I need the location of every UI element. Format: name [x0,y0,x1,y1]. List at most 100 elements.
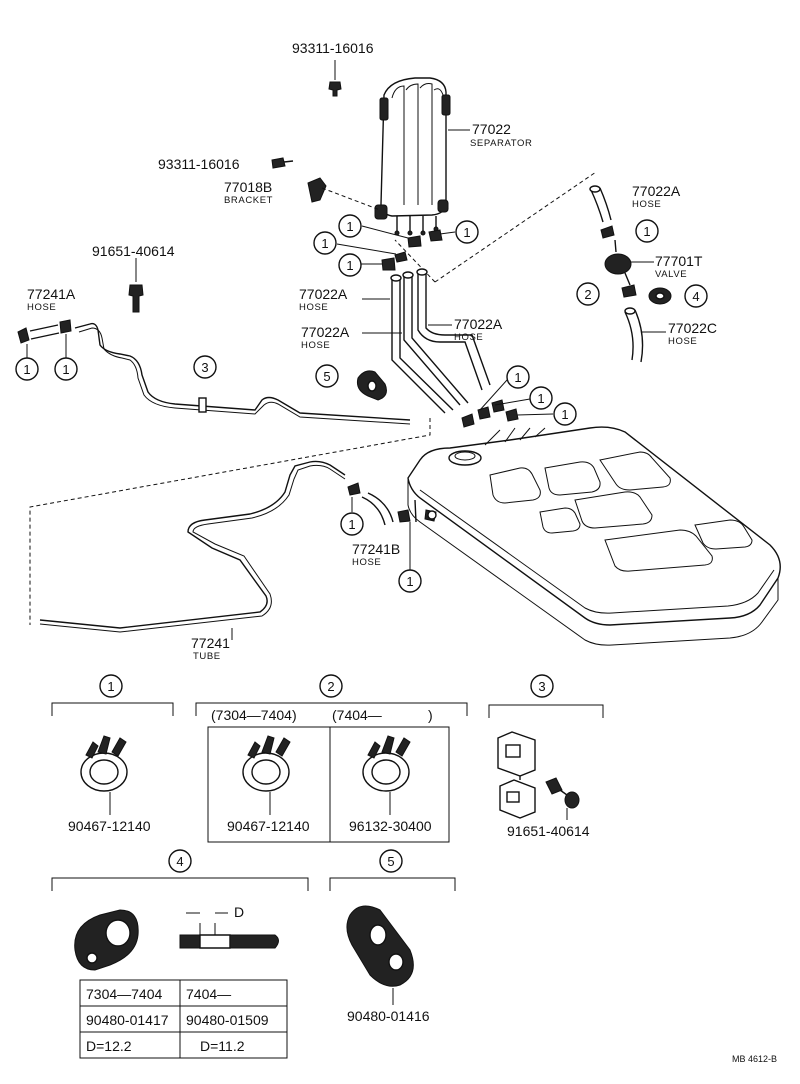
hose-c-part-number: 77022C [668,320,717,336]
bolt-top-label: 93311-16016 [292,40,374,56]
detail-3-part: 91651-40614 [507,823,590,839]
detail-1-part: 90467-12140 [68,818,151,834]
callout-1-tank-b: 1 [529,386,553,410]
svg-text:1: 1 [561,407,568,422]
callout-1-tank-a: 1 [506,365,530,389]
callout-2-valve: 2 [576,282,600,306]
detail-2-part-a: 90467-12140 [227,818,310,834]
table-header-a: 7304—7404 [86,986,163,1002]
svg-text:3: 3 [201,360,208,375]
bolt-top-illustration [328,60,342,97]
separator-part-number: 77022 [472,121,511,137]
callout-1-bracket-b: 1 [455,220,479,244]
hose-left-part-number: 77241A [27,286,76,302]
table-cell-d-b: D=11.2 [200,1038,245,1054]
table-cell-part-b: 90480-01509 [186,1012,269,1028]
callout-1-left-a: 1 [15,357,39,381]
table-header-b: 7404— [186,986,231,1002]
table-cell-d-a: D=12.2 [86,1038,132,1054]
svg-text:1: 1 [537,391,544,406]
hose-a3-name: HOSE [454,332,483,343]
grommet-mid-illustration [357,370,387,401]
hose-clamp-illustration-a [80,735,128,792]
table-cell-part-a: 90480-01417 [86,1012,169,1028]
valve-illustration [604,239,637,298]
grommet-illustration-b [346,905,414,987]
hose-a1-name: HOSE [299,302,328,313]
clamp-bolt-illustration [545,777,580,809]
bracket-illustration [307,177,381,211]
hose-a1-part-number: 77022A [299,286,348,302]
detail-3: 3 91651-40614 [488,674,604,839]
detail-4: 4 D 7304—7404 7404— 90480-01417 90480-01… [51,849,309,1059]
grommet-section-illustration [179,912,279,949]
callout-1-tank-c: 1 [553,402,577,426]
svg-text:1: 1 [346,219,353,234]
svg-text:1: 1 [346,258,353,273]
hose-clamp-illustration-c [362,735,411,792]
fuel-tank-illustration [407,426,781,646]
svg-text:1: 1 [321,236,328,251]
bracket-part-number: 77018B [224,179,272,195]
tube-clamp-illustration [497,731,536,819]
callout-5-grommet: 5 [315,364,339,388]
svg-text:4: 4 [692,289,699,304]
bolt-mid-illustration [271,157,294,169]
svg-text:1: 1 [348,517,355,532]
svg-text:5: 5 [323,369,330,384]
svg-text:3: 3 [538,679,545,694]
callout-1-left-b: 1 [54,357,78,381]
svg-text:2: 2 [584,287,591,302]
grommet-illustration-a [74,909,139,971]
vertical-hoses [390,268,491,414]
svg-text:1: 1 [107,679,114,694]
hose-right-top-name: HOSE [632,199,661,210]
hose-right-top-part-number: 77022A [632,183,681,199]
detail-1: 1 90467-12140 [51,674,174,834]
svg-text:1: 1 [23,362,30,377]
detail-2-header-b: (7404— [332,707,382,723]
separator-clamps [381,229,443,271]
bolt-left-label: 91651-40614 [92,243,175,259]
svg-text:1: 1 [463,225,470,240]
hose-c-name: HOSE [668,336,697,347]
hose-c-illustration [624,307,644,363]
detail-2: 2 (7304—7404) (7404— ) 90467-12140 96132… [195,674,468,843]
hose-right-top-illustration [589,185,615,239]
valve-part-number: 77701T [655,253,703,269]
bolt-left-illustration [128,258,144,313]
bolt-mid-label: 93311-16016 [158,156,240,172]
hose-left-name: HOSE [27,302,56,313]
tank-inlet-clamps [461,399,519,428]
separator-illustration [374,77,451,236]
callout-1-hose-b-left: 1 [340,512,364,536]
separator-name: SEPARATOR [470,138,532,149]
hose-a3-part-number: 77022A [454,316,503,332]
svg-text:1: 1 [514,370,521,385]
detail-2-header-b-close: ) [428,707,433,723]
tube-part-number: 77241 [191,635,230,651]
grommet-small-illustration [648,287,672,305]
svg-text:1: 1 [643,224,650,239]
figure-code: MB 4612-B [732,1054,777,1064]
svg-text:2: 2 [327,679,334,694]
callout-1-sep-c: 1 [313,231,337,255]
callout-4-grommet: 4 [684,284,708,308]
hose-a2-name: HOSE [301,340,330,351]
detail-2-header-a: (7304—7404) [211,707,297,723]
detail-4-dim-label: D [234,904,244,920]
hose-b-name: HOSE [352,557,381,568]
svg-text:1: 1 [62,362,69,377]
tube-name: TUBE [193,651,221,662]
callout-1-bracket-a: 1 [338,214,362,238]
svg-text:5: 5 [387,854,394,869]
detail-5: 5 90480-01416 [329,849,456,1024]
detail-2-part-b: 96132-30400 [349,818,432,834]
callout-1-hose-b-right: 1 [398,569,422,593]
svg-text:4: 4 [176,854,183,869]
callouts-diagram: 1 1 1 1 1 2 4 1 1 3 5 1 1 1 1 1 [15,214,708,593]
hose-a2-part-number: 77022A [301,324,350,340]
fuel-tube-lower [39,460,346,633]
hose-b-part-number: 77241B [352,541,400,557]
